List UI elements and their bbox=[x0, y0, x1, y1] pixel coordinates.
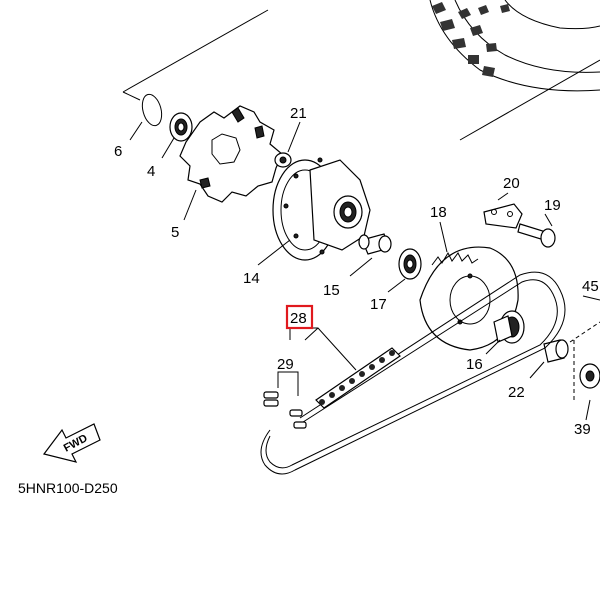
callout-17[interactable]: 17 bbox=[370, 296, 387, 313]
callout-29[interactable]: 29 bbox=[277, 356, 294, 373]
part-29-chain-joint[interactable] bbox=[263, 371, 307, 429]
part-21-collar[interactable] bbox=[274, 121, 301, 168]
callout-18[interactable]: 18 bbox=[430, 204, 447, 221]
part-39-washer[interactable] bbox=[585, 399, 591, 421]
callout-45[interactable]: 45 bbox=[582, 278, 599, 295]
callout-5[interactable]: 5 bbox=[171, 224, 179, 241]
fwd-arrow-icon: FWD bbox=[42, 423, 101, 463]
callout-20[interactable]: 20 bbox=[503, 175, 520, 192]
part-17-bearing[interactable] bbox=[387, 248, 422, 293]
drive-chain-loop bbox=[260, 271, 566, 475]
callout-22[interactable]: 22 bbox=[508, 384, 525, 401]
part-6-o-ring[interactable] bbox=[129, 92, 165, 141]
callout-19[interactable]: 19 bbox=[544, 197, 561, 214]
rear-tire-illustration bbox=[122, 0, 600, 141]
part-15-spacer[interactable] bbox=[349, 233, 392, 277]
callout-28[interactable]: 28 bbox=[290, 310, 307, 327]
part-20-lock-plate[interactable] bbox=[483, 192, 523, 229]
callout-16[interactable]: 16 bbox=[466, 356, 483, 373]
selected-part-highlight bbox=[285, 304, 314, 330]
callout-21[interactable]: 21 bbox=[290, 105, 307, 122]
part-5-hub-damper[interactable] bbox=[179, 105, 283, 221]
callout-14[interactable]: 14 bbox=[243, 270, 260, 287]
part-19-bolt[interactable] bbox=[517, 213, 556, 248]
part-4-bearing[interactable] bbox=[161, 112, 193, 159]
diagram-code: 5HNR100-D250 bbox=[18, 480, 118, 496]
callout-6[interactable]: 6 bbox=[114, 143, 122, 160]
callout-4[interactable]: 4 bbox=[147, 163, 155, 180]
part-14-sprocket-hub[interactable] bbox=[257, 157, 371, 266]
part-28-drive-chain[interactable] bbox=[289, 327, 401, 409]
part-22-collar[interactable] bbox=[529, 339, 569, 379]
callout-39[interactable]: 39 bbox=[574, 421, 591, 438]
part-45-assembly[interactable] bbox=[569, 295, 600, 400]
callout-15[interactable]: 15 bbox=[323, 282, 340, 299]
part-16-oil-seal[interactable] bbox=[485, 310, 525, 355]
